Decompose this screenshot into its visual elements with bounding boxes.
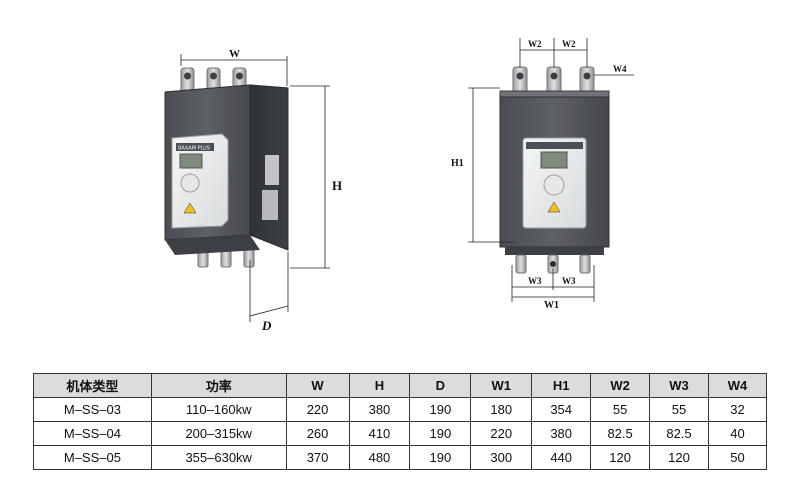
label-w1: W1 [544, 300, 559, 311]
header-cell: W1 [470, 373, 533, 398]
right-device-view: W2 W2 W4 H1 W3 W3 W1 [451, 38, 634, 311]
dimension-d: D [249, 252, 289, 333]
table-cell: 55 [649, 397, 709, 422]
table-cell: 120 [649, 445, 709, 470]
table-cell: 380 [348, 397, 411, 422]
header-cell: 机体类型 [33, 373, 152, 398]
table-cell: 190 [409, 397, 472, 422]
table-header-row: 机体类型 功率 W H D W1 H1 W2 W3 W4 [33, 373, 768, 398]
table-cell: 480 [348, 445, 411, 470]
table-cell: 55 [590, 397, 651, 422]
table-cell: 180 [470, 397, 533, 422]
front-control-panel [522, 137, 587, 229]
table-cell: 50 [707, 445, 768, 470]
device-drawings: BAXAM PLUS W H D [164, 38, 634, 333]
label-w2-right: W2 [562, 39, 576, 49]
dimension-w3-w1: W3 W3 W1 [511, 265, 595, 311]
header-cell: W3 [649, 373, 709, 398]
table-cell: 82.5 [590, 421, 651, 446]
table-row: M–SS–04 200–315kw 260 410 190 220 380 82… [33, 421, 768, 446]
dimension-w4: W4 [594, 64, 634, 76]
label-w4: W4 [613, 64, 627, 74]
table-cell: 82.5 [649, 421, 709, 446]
table-cell: 120 [590, 445, 651, 470]
label-h1: H1 [451, 158, 464, 169]
dimension-h: H [290, 85, 342, 269]
table-cell: 260 [285, 421, 350, 446]
label-w3-right: W3 [562, 276, 576, 286]
table-cell: M–SS–05 [33, 445, 152, 470]
front-bottom-terminals [515, 254, 591, 274]
control-panel: BAXAM PLUS [171, 133, 229, 229]
table-cell: 355–630kw [150, 445, 287, 470]
header-cell: W4 [707, 373, 768, 398]
table-cell: 200–315kw [150, 421, 287, 446]
panel-brand-text: BAXAM PLUS [178, 146, 210, 152]
header-cell: D [409, 373, 472, 398]
label-w2-left: W2 [528, 39, 542, 49]
table-cell: 410 [348, 421, 411, 446]
label-h: H [332, 178, 342, 193]
table-cell: 300 [470, 445, 533, 470]
table-cell: 220 [285, 397, 350, 422]
table-cell: 190 [409, 421, 472, 446]
table-cell: 370 [285, 445, 350, 470]
header-cell: 功率 [150, 373, 287, 398]
table-cell: 110–160kw [150, 397, 287, 422]
table-cell: 40 [707, 421, 768, 446]
header-cell: W [285, 373, 350, 398]
dimension-w: W [180, 48, 288, 86]
bottom-terminals [165, 235, 260, 268]
table-cell: 380 [531, 421, 592, 446]
table-cell: M–SS–04 [33, 421, 152, 446]
table-cell: M–SS–03 [33, 397, 152, 422]
table-cell: 440 [531, 445, 592, 470]
table-cell: 32 [707, 397, 768, 422]
table-cell: 354 [531, 397, 592, 422]
header-cell: H1 [531, 373, 592, 398]
label-d: D [261, 318, 272, 333]
dimension-w2: W2 W2 [519, 38, 588, 68]
spec-table: 机体类型 功率 W H D W1 H1 W2 W3 W4 M–SS–03 110… [33, 373, 768, 470]
table-cell: 190 [409, 445, 472, 470]
table-cell: 220 [470, 421, 533, 446]
label-w: W [229, 48, 240, 60]
front-top-terminals [512, 66, 595, 98]
left-device-view: BAXAM PLUS W H D [164, 48, 342, 333]
table-row: M–SS–05 355–630kw 370 480 190 300 440 12… [33, 445, 768, 470]
header-cell: W2 [590, 373, 651, 398]
label-w3-left: W3 [528, 276, 542, 286]
table-row: M–SS–03 110–160kw 220 380 190 180 354 55… [33, 397, 768, 422]
header-cell: H [348, 373, 411, 398]
dimension-h1: H1 [451, 87, 515, 243]
